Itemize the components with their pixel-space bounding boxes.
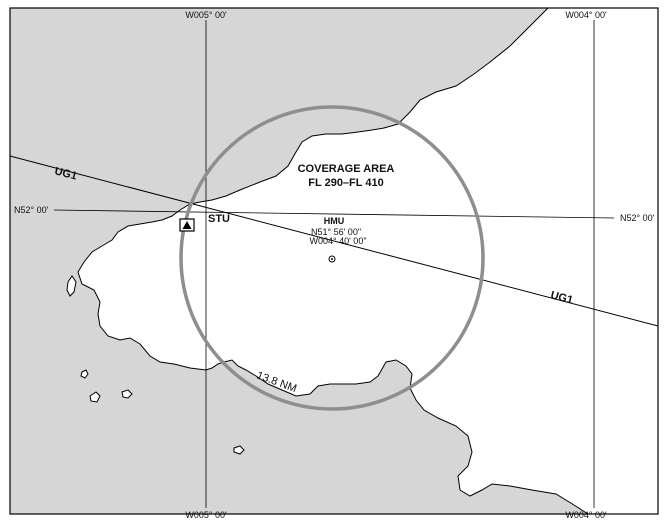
stu-navaid-icon [179, 218, 195, 232]
chart-frame [9, 7, 659, 515]
hmu-ident: HMU [324, 216, 345, 226]
hmu-longitude: W004° 40' 00" [309, 236, 366, 246]
parallel-right-label: N52° 00' [620, 213, 655, 223]
hmu-navaid-icon [328, 255, 336, 263]
parallel-n52 [53, 209, 615, 219]
coverage-levels: FL 290–FL 410 [308, 177, 383, 189]
island-south-center [233, 445, 245, 455]
parallel-left-label: N52° 00' [14, 205, 49, 215]
island-south-west-3 [121, 389, 133, 399]
meridian-w004-top-label: W004° 00' [565, 10, 607, 20]
airway-ug1 [9, 155, 659, 327]
airway-label-upper: UG1 [53, 165, 78, 182]
meridian-w005-top-label: W005° 00' [185, 10, 227, 20]
island-south-west-1 [80, 369, 89, 379]
island-west [66, 275, 77, 297]
airway-label-lower: UG1 [549, 289, 574, 306]
hmu-latitude: N51° 56' 00" [311, 227, 361, 237]
meridian-w005-bottom-label: W005° 00' [185, 510, 227, 520]
coverage-title: COVERAGE AREA [298, 163, 395, 175]
meridian-w004-bottom-label: W004° 00' [565, 510, 607, 520]
stu-ident: STU [208, 213, 230, 225]
island-south-west-2 [89, 391, 101, 403]
main-landmass [77, 7, 659, 515]
coverage-ring [179, 105, 485, 411]
